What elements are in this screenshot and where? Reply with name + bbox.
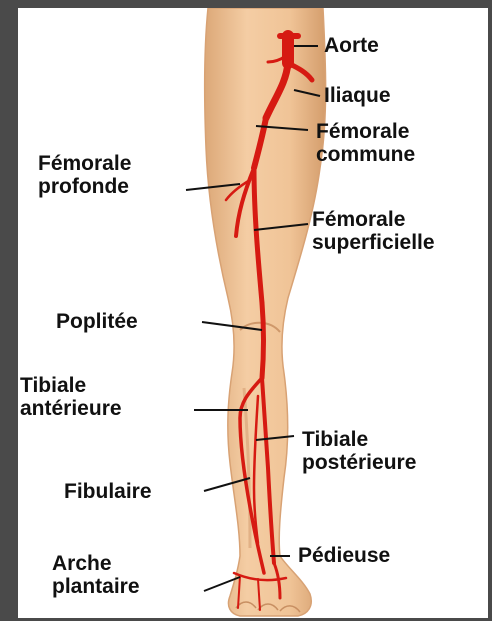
- label-femorale-superficielle-line2: superficielle: [312, 231, 435, 254]
- leg-silhouette: [205, 8, 326, 616]
- label-poplitee-text: Poplitée: [56, 310, 138, 333]
- label-femorale-superficielle-line1: Fémorale: [312, 208, 435, 231]
- label-femorale-profonde-line1: Fémorale: [38, 152, 131, 175]
- label-tibiale-anterieure-line2: antérieure: [20, 397, 122, 420]
- label-arche-plantaire-line2: plantaire: [52, 575, 140, 598]
- label-arche-plantaire-line1: Arche: [52, 552, 140, 575]
- label-poplitee: Poplitée: [56, 310, 138, 333]
- label-femorale-commune: Fémorale commune: [316, 120, 415, 166]
- label-tibiale-anterieure-line1: Tibiale: [20, 374, 122, 397]
- label-aorte-text: Aorte: [324, 34, 379, 57]
- label-fibulaire: Fibulaire: [64, 480, 152, 503]
- label-femorale-profonde-line2: profonde: [38, 175, 131, 198]
- label-femorale-commune-line1: Fémorale: [316, 120, 415, 143]
- label-tibiale-posterieure-line1: Tibiale: [302, 428, 416, 451]
- label-pedieuse: Pédieuse: [298, 544, 390, 567]
- label-tibiale-posterieure-line2: postérieure: [302, 451, 416, 474]
- label-arche-plantaire: Arche plantaire: [52, 552, 140, 598]
- label-pedieuse-text: Pédieuse: [298, 544, 390, 567]
- label-aorte: Aorte: [324, 34, 379, 57]
- label-iliaque: Iliaque: [324, 84, 391, 107]
- label-iliaque-text: Iliaque: [324, 84, 391, 107]
- label-fibulaire-text: Fibulaire: [64, 480, 152, 503]
- label-femorale-commune-line2: commune: [316, 143, 415, 166]
- label-tibiale-posterieure: Tibiale postérieure: [302, 428, 416, 474]
- label-tibiale-anterieure: Tibiale antérieure: [20, 374, 122, 420]
- popliteal-artery: [262, 303, 264, 378]
- label-femorale-profonde: Fémorale profonde: [38, 152, 131, 198]
- label-femorale-superficielle: Fémorale superficielle: [312, 208, 435, 254]
- anatomy-diagram: Aorte Iliaque Fémorale commune Fémorale …: [18, 8, 488, 618]
